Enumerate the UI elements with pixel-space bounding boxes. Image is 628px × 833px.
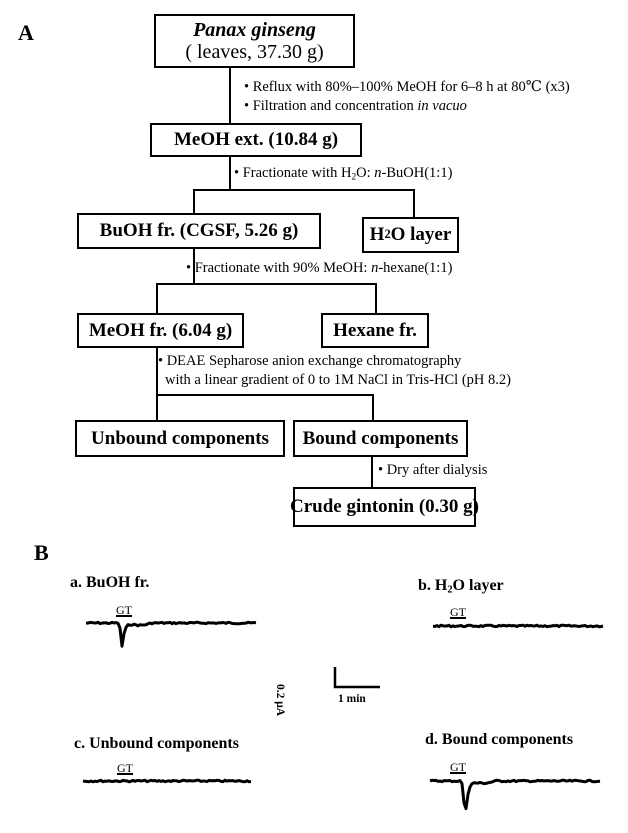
note-filtration: • Filtration and concentration in vacuo [244,97,467,116]
trace-a-gt-label: GT [116,603,132,617]
note-dry-dialysis: • Dry after dialysis [378,462,488,478]
connector-to-meoh-fr [156,283,158,313]
trace-d-gt-label: GT [450,760,466,774]
note-deae: • DEAE Sepharose anion exchange chromato… [158,353,462,369]
connector-to-unbound [156,394,158,420]
note-text: • Fractionate with 90% MeOH: [186,260,372,276]
branch-unbound-bound [156,394,374,396]
box-panax-ginseng: Panax ginseng ( leaves, 37.30 g) [154,14,355,68]
h2o-text: H [369,224,385,246]
panel-b-label: B [34,540,49,565]
connector-buoh [193,249,195,285]
branch-meoh-hexane [156,283,377,285]
note-sub: 2 [351,172,357,183]
h2o-text: O layer [390,224,452,246]
connector-to-bound [372,394,374,420]
trace-b-gt-label: GT [450,605,466,619]
connector-to-h2o [413,189,415,217]
species-name: Panax ginseng [193,18,316,41]
trace-c-line [82,778,252,784]
trace-b-title-text: b. H [418,577,448,594]
note-text: • Fractionate with H [234,165,352,181]
note-text: -hexane(1:1) [378,260,453,276]
panel-a-label: A [18,20,34,45]
trace-b-line [432,623,604,629]
box-meoh-ext: MeOH ext. (10.84 g) [150,123,362,157]
note-italic: n [374,165,382,181]
trace-d-line [429,778,601,811]
box-bound-components: Bound components [293,420,468,457]
trace-d-title: d. Bound components [425,731,574,748]
trace-b-title-text: O layer [452,577,504,594]
trace-a-title: a. BuOH fr. [70,574,150,591]
note-italic: n [371,260,379,276]
note-reflux: • Reflux with 80%–100% MeOH for 6–8 h at… [244,79,570,95]
note-gradient: with a linear gradient of 0 to 1M NaCl i… [165,372,511,388]
box-meoh-fr: MeOH fr. (6.04 g) [77,313,244,348]
branch-buoh-h2o [193,189,415,191]
h2o-sub: 2 [384,227,391,242]
connector-bound-crude [371,457,373,487]
note-fractionate-buoh: • Fractionate with H2O: n-BuOH(1:1) [234,164,452,187]
box-unbound-components: Unbound components [75,420,285,457]
trace-b-title-sub: 2 [447,584,453,596]
box-hexane-fr: Hexane fr. [321,313,429,348]
trace-b-title: b. H2O layer [418,577,504,596]
connector-start-meoh [229,68,231,123]
box-buoh-fr: BuOH fr. (CGSF, 5.26 g) [77,213,321,249]
note-in-vacuo: in vacuo [417,98,467,114]
note-text: -BuOH(1:1) [381,165,453,181]
connector-meoh-fr [156,348,158,396]
trace-c-gt-label: GT [117,761,133,775]
note-fractionate-hexane: • Fractionate with 90% MeOH: n-hexane(1:… [186,259,452,278]
scale-bar-lines [333,667,380,689]
connector-meoh-ext [229,157,231,191]
connector-to-hexane [375,283,377,313]
connector-to-buoh [193,189,195,213]
trace-a-line [85,620,257,648]
start-amount: ( leaves, 37.30 g) [185,41,324,63]
scale-bar-time-label: 1 min [338,693,366,705]
box-crude-gintonin: Crude gintonin (0.30 g) [290,487,479,527]
trace-c-title: c. Unbound components [74,735,239,752]
note-text: O: [356,165,375,181]
note-filtration-text: • Filtration and concentration [244,98,418,114]
